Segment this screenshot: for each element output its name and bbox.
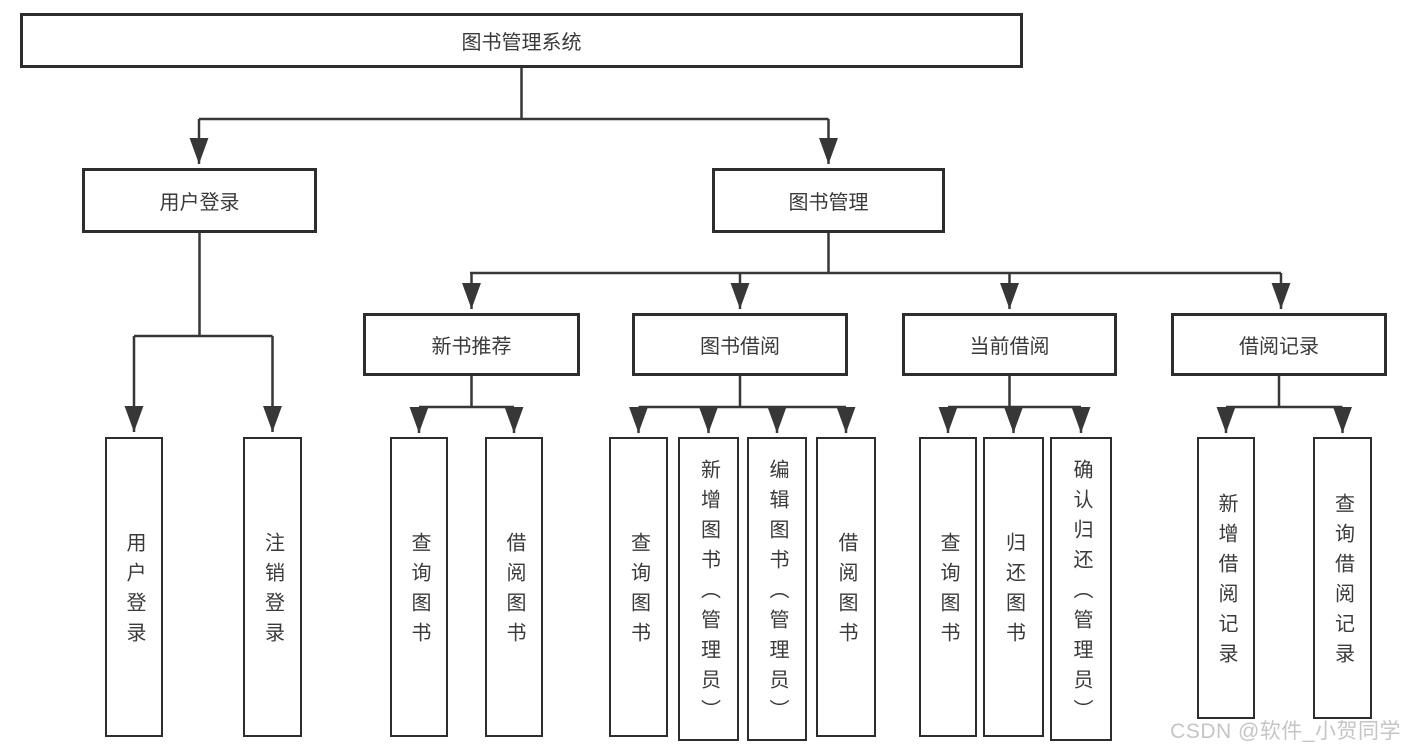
leaf-recommend-borrow-books: 借阅图书 [485,437,543,737]
node-user-login: 用户登录 [82,168,317,233]
connector-root-branch [199,68,829,121]
connector-records-branch [1226,376,1343,409]
leaf-current-query-books: 查询图书 [919,437,977,737]
node-label: 图书管理 [788,192,869,214]
node-label: 借阅图书 [503,532,525,652]
node-current-borrow: 当前借阅 [902,313,1117,376]
connector-management-branch [470,233,1281,275]
node-label: 用户登录 [159,192,240,214]
node-label: 借阅图书 [835,532,857,652]
leaf-confirm-return-admin: 确认归还（管理员） [1050,437,1112,741]
node-label: 编辑图书（管理员） [766,459,788,729]
node-label: 新增借阅记录 [1215,493,1237,673]
connector-recommend-branch [419,376,514,409]
leaf-borrow-query-books: 查询图书 [609,437,668,737]
node-library-system: 图书管理系统 [20,13,1023,68]
node-label: 图书借阅 [700,336,780,358]
connector-current-branch [948,376,1081,409]
node-label: 确认归还（管理员） [1070,459,1092,729]
node-label: 借阅记录 [1239,336,1319,358]
node-label: 查询图书 [627,532,650,652]
node-label: 注销登录 [261,532,284,652]
node-book-borrow: 图书借阅 [632,313,848,376]
leaf-edit-books-admin: 编辑图书（管理员） [747,437,807,741]
node-label: 新书推荐 [431,336,512,358]
connector-borrow-branch [638,376,846,409]
node-new-book-recommend: 新书推荐 [363,313,580,376]
connector-login-branch [134,233,273,338]
leaf-return-books: 归还图书 [983,437,1044,737]
leaf-logout-login: 注销登录 [243,437,302,737]
node-borrow-records: 借阅记录 [1171,313,1387,376]
node-label: 查询借阅记录 [1331,493,1354,673]
node-label: 新增图书（管理员） [697,459,720,729]
node-label: 当前借阅 [969,336,1050,358]
node-book-management: 图书管理 [712,168,945,233]
leaf-add-books-admin: 新增图书（管理员） [678,437,739,741]
leaf-borrow-books: 借阅图书 [816,437,876,737]
node-label: 查询图书 [937,532,959,652]
leaf-query-borrow-record: 查询借阅记录 [1313,437,1372,719]
leaf-add-borrow-record: 新增借阅记录 [1197,437,1255,719]
leaf-recommend-query-books: 查询图书 [390,437,448,737]
leaf-user-login: 用户登录 [105,437,163,737]
node-label: 归还图书 [1002,532,1025,652]
csdn-watermark: CSDN @软件_小贺同学 [1170,720,1401,743]
node-label: 查询图书 [408,532,430,652]
node-label: 用户登录 [123,532,145,652]
node-label: 图书管理系统 [461,32,582,54]
